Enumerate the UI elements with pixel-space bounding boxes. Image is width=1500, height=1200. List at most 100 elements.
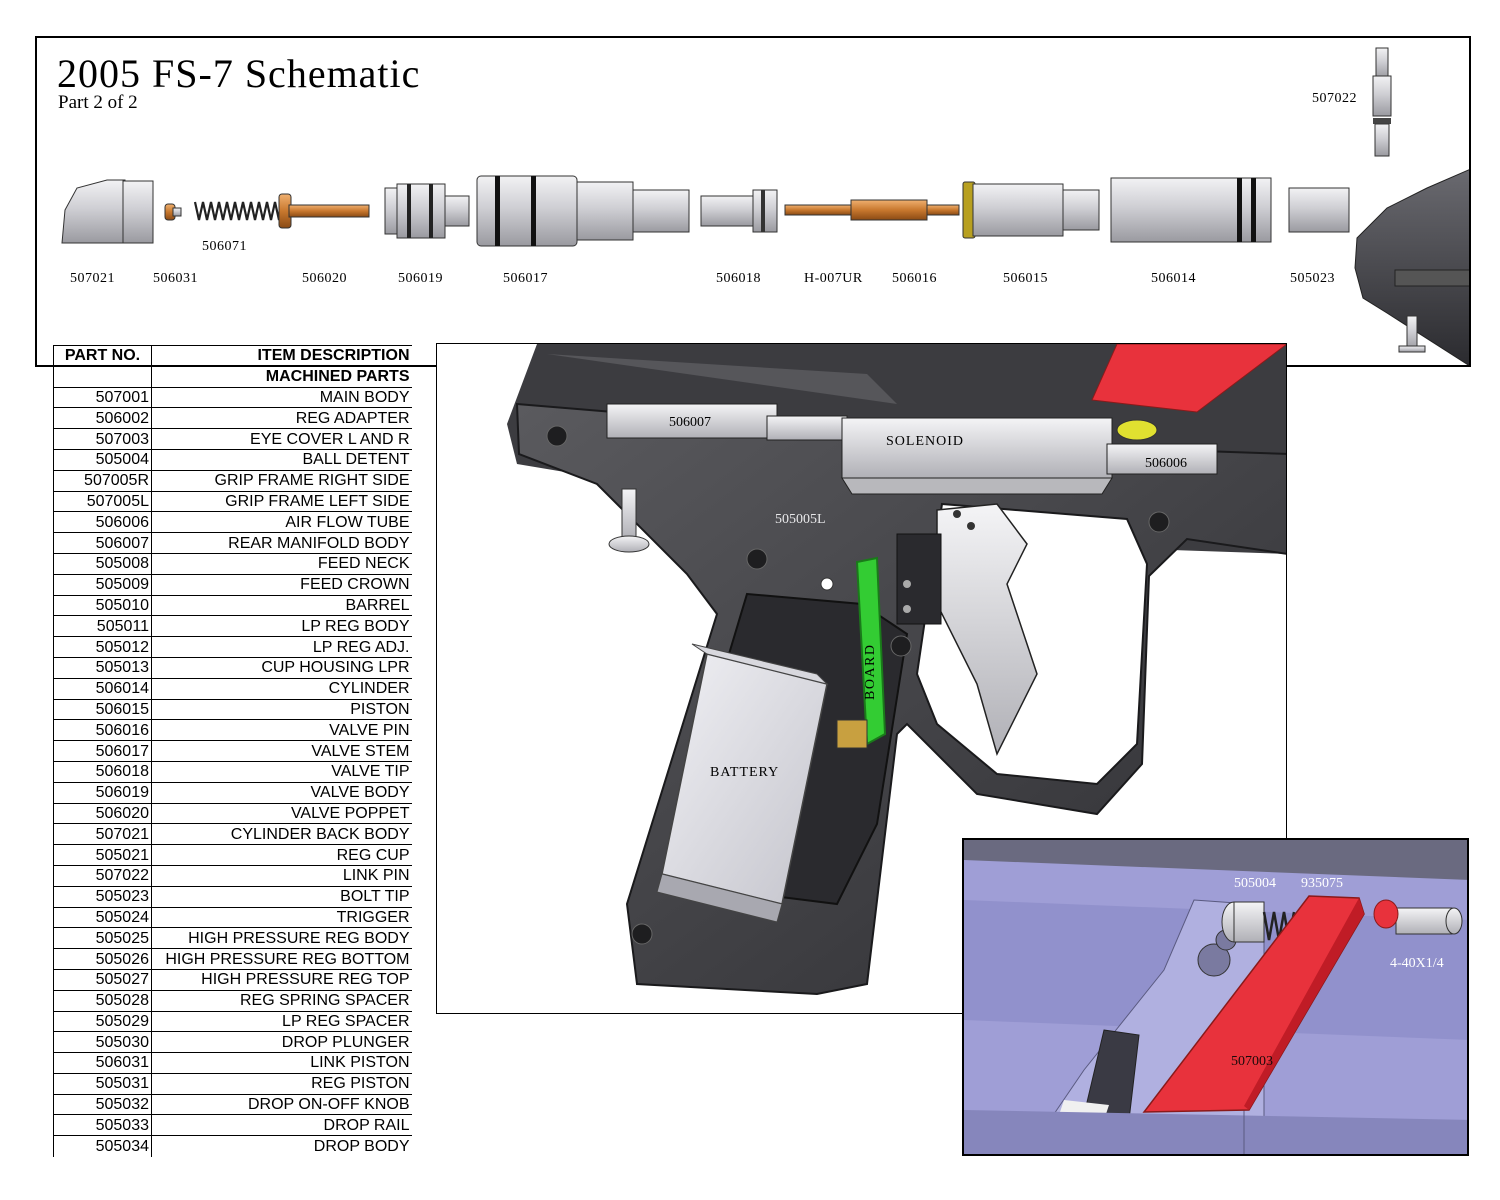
item-description-cell: VALVE PIN xyxy=(151,719,412,742)
part-507021 xyxy=(61,179,154,244)
part-number-cell: 505034 xyxy=(53,1135,152,1157)
item-description-cell: DROP PLUNGER xyxy=(151,1031,412,1054)
exploded-view-panel: 2005 FS-7 Schematic Part 2 of 2 xyxy=(35,36,1471,367)
label-solenoid: SOLENOID xyxy=(886,434,964,449)
part-number-cell: 506031 xyxy=(53,1052,152,1074)
schematic-title: 2005 FS-7 Schematic xyxy=(57,51,421,96)
label-507021: 507021 xyxy=(70,271,115,286)
label-505004: 505004 xyxy=(1234,876,1276,891)
label-505023: 505023 xyxy=(1290,271,1335,286)
part-number-cell: 505024 xyxy=(53,907,152,929)
part-506017 xyxy=(476,175,690,247)
item-description-cell: GRIP FRAME RIGHT SIDE xyxy=(151,470,412,492)
part-506014 xyxy=(1110,177,1272,243)
label-506016: 506016 xyxy=(892,271,937,286)
part-number-cell: 505028 xyxy=(53,990,152,1012)
table-header-row: PART NO. ITEM DESCRIPTION xyxy=(53,345,412,367)
table-section-row: MACHINED PARTS xyxy=(53,366,412,388)
part-number-cell: 505009 xyxy=(53,574,152,596)
item-description-cell: CUP HOUSING LPR xyxy=(151,657,412,679)
part-number-cell: 506014 xyxy=(53,678,152,700)
item-description-cell: GRIP FRAME LEFT SIDE xyxy=(151,491,412,513)
label-506007: 506007 xyxy=(669,415,711,430)
part-506020 xyxy=(278,193,370,229)
label-board: BOARD xyxy=(863,643,878,700)
item-description-cell: VALVE POPPET xyxy=(151,803,412,825)
item-description-cell: LP REG ADJ. xyxy=(151,636,412,658)
part-number-cell: 505033 xyxy=(53,1114,152,1137)
item-description-cell: REG PISTON xyxy=(151,1073,412,1095)
trigger xyxy=(936,503,1038,757)
item-description-cell: VALVE TIP xyxy=(151,761,412,783)
part-number-cell: 505021 xyxy=(53,844,152,866)
air-flow-tube-506006 xyxy=(1106,419,1218,475)
item-description-cell: LINK PIN xyxy=(151,865,412,887)
item-description-cell: BOLT TIP xyxy=(151,886,412,908)
frame-screw xyxy=(608,488,650,553)
item-description-cell: DROP BODY xyxy=(313,1137,410,1155)
part-506015 xyxy=(962,181,1100,239)
part-number-cell: 505029 xyxy=(53,1011,152,1033)
part-number-cell: 505031 xyxy=(53,1073,152,1095)
part-number-cell: 507005R xyxy=(53,470,152,492)
part-number-cell: 507005L xyxy=(53,491,152,513)
item-description-cell: DROP RAIL xyxy=(151,1114,412,1137)
label-4-40x1-4: 4-40X1/4 xyxy=(1390,956,1444,971)
part-506018 xyxy=(700,189,778,233)
part-number-cell: 506002 xyxy=(53,407,152,430)
eye-cover-detail-view: 505004 935075 4-40X1/4 507003 xyxy=(962,838,1469,1156)
label-506071: 506071 xyxy=(202,239,247,254)
grip-frame-view: 506007 SOLENOID 506006 505005L BOARD BAT… xyxy=(436,343,1287,1014)
label-507022: 507022 xyxy=(1312,91,1357,106)
item-description-cell: LP REG BODY xyxy=(151,615,412,638)
item-description-cell: REG SPRING SPACER xyxy=(151,990,412,1012)
part-number-cell: 505026 xyxy=(53,948,152,970)
battery xyxy=(656,643,829,923)
label-506015: 506015 xyxy=(1003,271,1048,286)
part-506071-spring xyxy=(193,201,289,221)
part-number-cell: 505030 xyxy=(53,1031,152,1054)
label-505005L: 505005L xyxy=(775,512,826,527)
part-number-cell: 506016 xyxy=(53,719,152,742)
part-number-cell: 505027 xyxy=(53,969,152,991)
item-description-cell: CYLINDER xyxy=(151,678,412,700)
parts-table: PART NO. ITEM DESCRIPTION MACHINED PARTS… xyxy=(53,345,412,1157)
screw-4-40 xyxy=(1373,899,1463,935)
header-part-no: PART NO. xyxy=(53,345,152,367)
part-number-cell: 506006 xyxy=(53,511,152,534)
item-description-cell: AIR FLOW TUBE xyxy=(151,511,412,534)
label-battery: BATTERY xyxy=(710,765,779,780)
item-description-cell: MAIN BODY xyxy=(151,387,412,409)
table-row: 505034 DROP BODY xyxy=(53,1135,412,1157)
label-935075: 935075 xyxy=(1301,876,1343,891)
part-number-cell: 505013 xyxy=(53,657,152,679)
eye-cover-detail-drawing: 505004 935075 4-40X1/4 507003 xyxy=(964,840,1467,1154)
item-description-cell: HIGH PRESSURE REG TOP xyxy=(151,969,412,991)
item-description-cell: BARREL xyxy=(151,595,412,617)
part-505023 xyxy=(1288,187,1350,233)
part-number-cell: 505012 xyxy=(53,636,152,658)
label-506017: 506017 xyxy=(503,271,548,286)
item-description-cell: EYE COVER L AND R xyxy=(151,428,412,450)
label-H-007UR: H-007UR xyxy=(804,271,863,286)
